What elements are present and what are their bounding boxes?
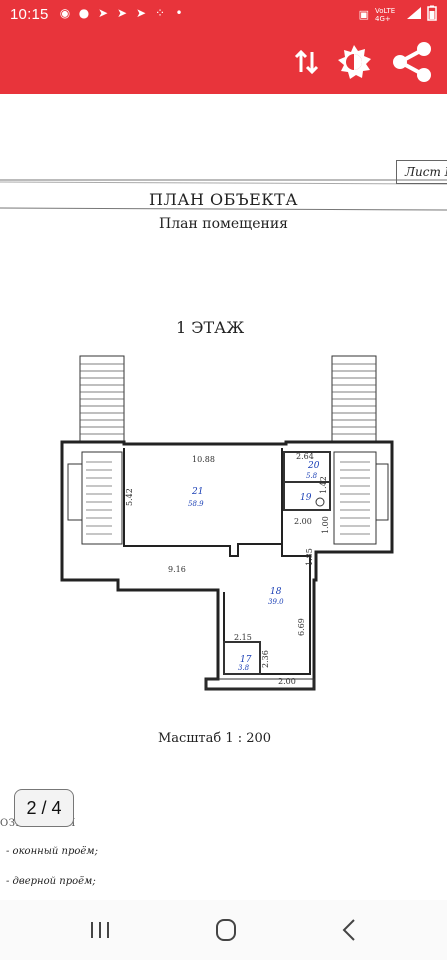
- dim-label: 2.00: [294, 517, 312, 526]
- legend-door: - дверной проём;: [6, 876, 96, 887]
- telegram-icon: ➤: [135, 6, 147, 20]
- page-indicator: 2 / 4: [14, 789, 74, 827]
- signal-icon: [407, 7, 421, 22]
- document-view[interactable]: Лист N ПЛАН ОБЪЕКТА План помещения 1 ЭТА…: [0, 94, 447, 900]
- telegram-icon: ➤: [116, 6, 128, 20]
- sort-icon[interactable]: [286, 40, 330, 84]
- app-toolbar: [0, 30, 447, 94]
- plan-title: ПЛАН ОБЪЕКТА: [149, 190, 298, 209]
- dim-label: 9.16: [168, 565, 186, 574]
- notification-icons: ◉ ● ➤ ➤ ➤ ⁘ •: [58, 6, 186, 20]
- battery-icon: [427, 5, 437, 24]
- status-time: 10:15: [10, 6, 49, 23]
- dim-label: 5.42: [125, 488, 134, 506]
- room-area: 5.8: [306, 472, 318, 480]
- legend-window: - оконный проём;: [6, 846, 98, 857]
- dim-label: 10.88: [192, 455, 215, 464]
- room-number: 20: [307, 461, 320, 471]
- dim-label: 2.64: [296, 452, 314, 461]
- dim-label: 2.36: [261, 650, 270, 668]
- home-icon[interactable]: [206, 914, 246, 946]
- signal-label: VoLTE 4G+: [375, 6, 396, 23]
- room-area: 39.0: [268, 598, 284, 606]
- message-icon: ●: [78, 6, 90, 20]
- telegram-icon: ➤: [97, 6, 109, 20]
- dim-label: 1.42: [319, 476, 328, 494]
- room-number: 21: [191, 487, 203, 497]
- grid-icon: ⁘: [154, 6, 166, 20]
- recent-apps-icon[interactable]: [80, 914, 120, 946]
- whatsapp-icon: ◉: [59, 6, 71, 20]
- alarm-icon: ▣: [358, 8, 369, 21]
- room-area: 58.9: [188, 500, 204, 508]
- sheet-frame: [0, 179, 447, 211]
- room-number: 18: [270, 587, 282, 597]
- status-bar: 10:15 ◉ ● ➤ ➤ ➤ ⁘ • ▣ VoLTE 4G+: [0, 0, 447, 30]
- plan-subtitle: План помещения: [159, 216, 288, 232]
- dot-icon: •: [175, 6, 183, 20]
- sheet-label: Лист N: [396, 160, 447, 184]
- dim-label: 2.00: [278, 677, 296, 686]
- share-icon[interactable]: [388, 40, 432, 84]
- dim-label: 2.15: [234, 633, 252, 642]
- navigation-bar: [0, 900, 447, 960]
- dim-label: 1.85: [305, 548, 314, 566]
- room-number: 19: [300, 493, 312, 503]
- floor-label: 1 ЭТАЖ: [176, 318, 245, 337]
- scale-label: Масштаб 1 : 200: [158, 731, 272, 746]
- room-area: 3.8: [238, 664, 250, 672]
- brightness-icon[interactable]: [332, 40, 376, 84]
- back-icon[interactable]: [330, 914, 370, 946]
- dim-label: 1.00: [321, 516, 330, 534]
- room-number: 17: [240, 655, 252, 665]
- floor-plan: 10.88 5.42 9.16 2.64 1.42 2.00 1.00 1.85…: [60, 355, 394, 691]
- dim-label: 6.69: [297, 618, 306, 636]
- status-right: ▣ VoLTE 4G+: [359, 5, 437, 24]
